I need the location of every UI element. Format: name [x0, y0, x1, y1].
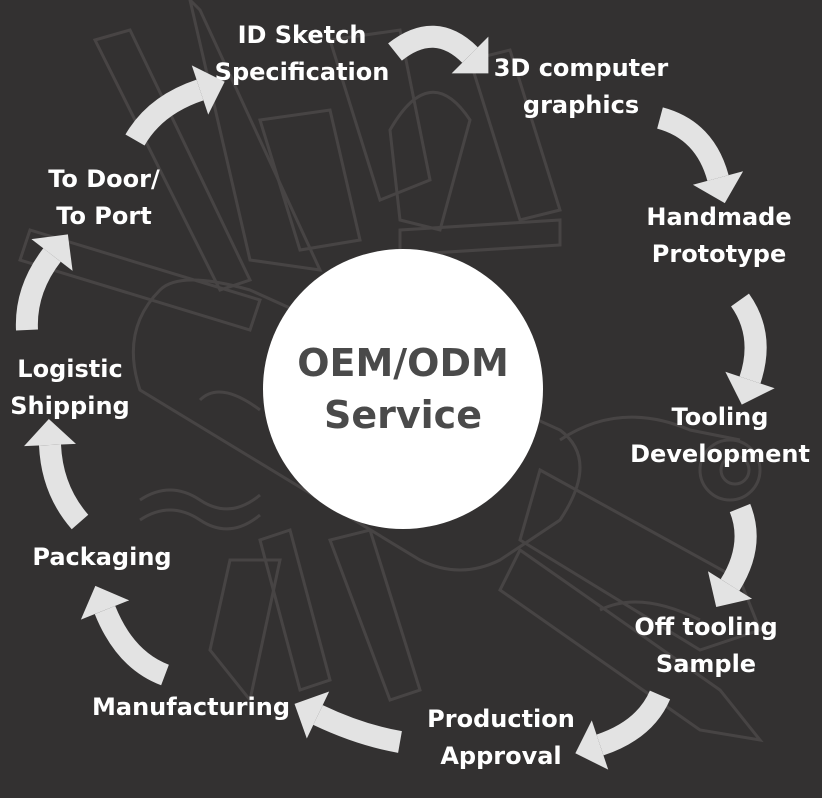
step-label-line1: Manufacturing: [92, 693, 290, 721]
step-label-line2: Approval: [440, 742, 562, 770]
step-label-line2: Shipping: [10, 392, 130, 420]
step-label-line2: Development: [630, 440, 810, 468]
step-logistic-shipping: Logistic Shipping: [10, 351, 129, 425]
step-label-line2: Prototype: [651, 240, 787, 268]
step-label-line1: To Door/: [48, 165, 160, 193]
step-label-line1: 3D computer: [493, 54, 669, 82]
step-id-sketch: ID Sketch Specification: [215, 17, 390, 91]
step-label-line2: To Port: [56, 202, 152, 230]
pocket-knife-illustration: [18, 0, 764, 743]
step-label-line1: Production: [427, 705, 575, 733]
step-label-line1: Logistic: [17, 355, 123, 383]
step-tooling-development: Tooling Development: [630, 399, 810, 473]
step-3d-graphics: 3D computer graphics: [494, 50, 669, 124]
step-label-line1: Handmade: [646, 203, 792, 231]
center-circle: OEM/ODM Service: [263, 249, 543, 529]
step-label-line2: Sample: [655, 650, 757, 678]
step-to-door-to-port: To Door/ To Port: [48, 161, 160, 235]
center-title-line1: OEM/ODM: [297, 341, 509, 385]
step-label-line1: Tooling: [671, 403, 769, 431]
step-label-line1: Off tooling: [634, 613, 778, 641]
step-label-line2: graphics: [522, 91, 640, 119]
step-off-tooling-sample: Off tooling Sample: [634, 609, 777, 683]
step-handmade-prototype: Handmade Prototype: [646, 199, 791, 273]
step-packaging: Packaging: [32, 539, 171, 576]
step-label-line2: Specification: [214, 58, 390, 86]
step-label-line1: Packaging: [32, 543, 172, 571]
center-title-line2: Service: [324, 393, 482, 437]
step-production-approval: Production Approval: [427, 701, 575, 775]
step-manufacturing: Manufacturing: [92, 689, 290, 726]
step-label-line1: ID Sketch: [237, 21, 367, 49]
